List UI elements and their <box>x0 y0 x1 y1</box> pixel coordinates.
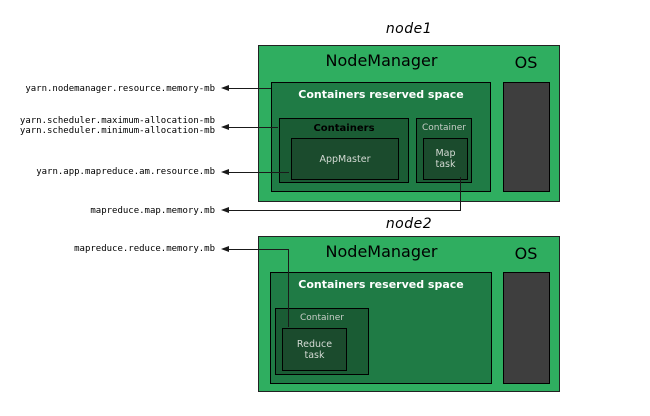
left-arrowhead-icon <box>221 85 229 91</box>
config-label-yarn-scheduler-minimum-allocation-mb: yarn.scheduler.minimum-allocation-mb <box>19 126 215 136</box>
config-label-yarn-scheduler-maximum-allocation-mb: yarn.scheduler.maximum-allocation-mb <box>19 116 215 126</box>
node2-reduce-task-label-line1: Reduce <box>296 338 333 350</box>
arrow-nodemanager-resource-memory <box>221 85 271 92</box>
node2-title: node2 <box>385 216 433 232</box>
left-arrowhead-icon <box>221 124 229 130</box>
left-arrowhead-icon <box>221 169 229 175</box>
arrow-shaft <box>227 88 271 89</box>
config-label-yarn-nodemanager-resource-memory-mb: yarn.nodemanager.resource.memory-mb <box>25 84 215 94</box>
node1-container-label: Container <box>422 123 466 133</box>
arrow-shaft <box>227 127 278 128</box>
node1-container-box: Container Map task <box>416 118 472 183</box>
left-arrowhead-icon <box>221 207 229 213</box>
node2-container-label: Container <box>300 313 344 323</box>
arrow-reduce-memory <box>221 246 288 253</box>
node1-title: node1 <box>385 21 433 37</box>
node1-nodemanager-label: NodeManager <box>325 51 438 70</box>
config-label-mapreduce-map-memory-mb: mapreduce.map.memory.mb <box>90 206 215 216</box>
arrow-shaft <box>227 172 289 173</box>
arrow-map-memory <box>221 207 461 214</box>
node1-containers-reserved-space-box: Containers reserved space Containers App… <box>271 82 491 192</box>
arrow-scheduler-allocation <box>221 124 278 131</box>
node2-nodemanager-label: NodeManager <box>325 242 438 261</box>
node1-containers-box: Containers AppMaster <box>279 118 409 183</box>
node1-map-task-box: Map task <box>423 138 468 180</box>
node1-os-memory-rect <box>503 82 550 192</box>
node2-os-memory-rect <box>503 272 550 384</box>
node1-appmaster-box: AppMaster <box>291 138 399 180</box>
arrow-shaft <box>227 210 461 211</box>
node2-containers-reserved-space-label: Containers reserved space <box>298 278 464 291</box>
left-arrowhead-icon <box>221 246 229 252</box>
config-label-yarn-app-mapreduce-am-resource-mb: yarn.app.mapreduce.am.resource.mb <box>36 167 215 177</box>
node1-box: NodeManager OS Containers reserved space… <box>258 45 560 202</box>
node1-os-label: OS <box>514 53 538 72</box>
arrow-am-resource <box>221 169 289 176</box>
connector-map-task-vertical-line <box>460 177 461 211</box>
node1-appmaster-label: AppMaster <box>319 153 371 165</box>
node1-map-task-label-line1: Map <box>435 148 456 159</box>
config-label-mapreduce-reduce-memory-mb: mapreduce.reduce.memory.mb <box>74 244 215 254</box>
arrow-shaft <box>227 249 288 250</box>
node1-map-task-label-line2: task <box>435 159 456 170</box>
node1-containers-reserved-space-label: Containers reserved space <box>298 88 464 101</box>
node2-container-box: Container Reduce task <box>275 308 369 375</box>
node2-reduce-task-box: Reduce task <box>282 328 347 371</box>
connector-reduce-task-vertical-line <box>288 249 289 327</box>
node2-containers-reserved-space-box: Containers reserved space Container Redu… <box>270 272 492 384</box>
node2-box: NodeManager OS Containers reserved space… <box>258 236 560 392</box>
node2-reduce-task-label-line2: task <box>304 349 325 361</box>
node2-os-label: OS <box>514 244 538 263</box>
node1-containers-label: Containers <box>313 123 375 134</box>
